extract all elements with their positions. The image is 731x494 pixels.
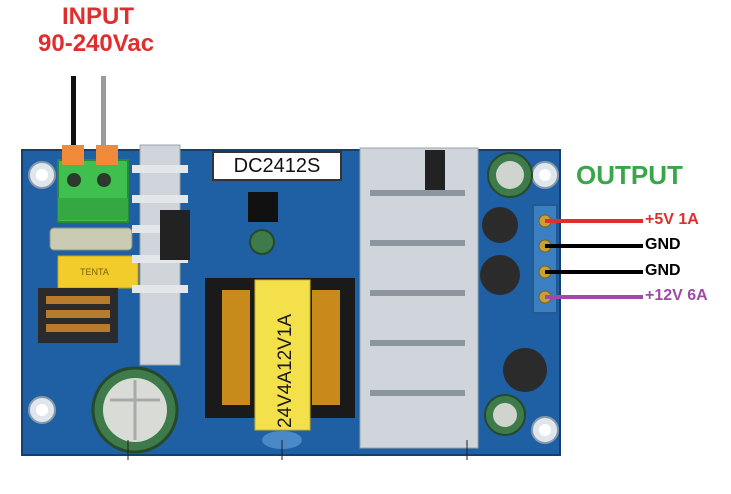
output-label-gnd-2: GND <box>645 262 681 279</box>
controller-chip <box>248 192 278 222</box>
input-title: INPUT <box>62 3 134 30</box>
small-capacitor <box>249 229 275 255</box>
pcb-outline <box>21 149 561 456</box>
mounting-holes <box>28 161 559 444</box>
input-wire-gray <box>101 76 106 176</box>
transformer <box>205 278 355 449</box>
right-heatsink <box>359 147 479 449</box>
model-label-box <box>212 151 342 181</box>
common-mode-choke <box>38 288 118 343</box>
output-label-12v: +12V 6A <box>645 287 708 304</box>
input-fuse <box>49 227 139 289</box>
input-wire-black <box>71 76 76 176</box>
input-voltage: 90-240Vac <box>38 30 155 57</box>
bulk-capacitor <box>91 366 179 454</box>
output-label-gnd-1: GND <box>645 236 681 253</box>
output-label-5v: +5V 1A <box>645 211 699 228</box>
output-capacitors <box>480 152 547 436</box>
model-label: DC2412S <box>233 154 321 177</box>
fuse-text: TENTA <box>80 267 109 277</box>
left-heatsink <box>132 144 190 366</box>
transformer-label: 24V4A12V1A <box>275 314 296 428</box>
input-terminal-block <box>57 145 129 223</box>
output-title: OUTPUT <box>576 160 683 190</box>
